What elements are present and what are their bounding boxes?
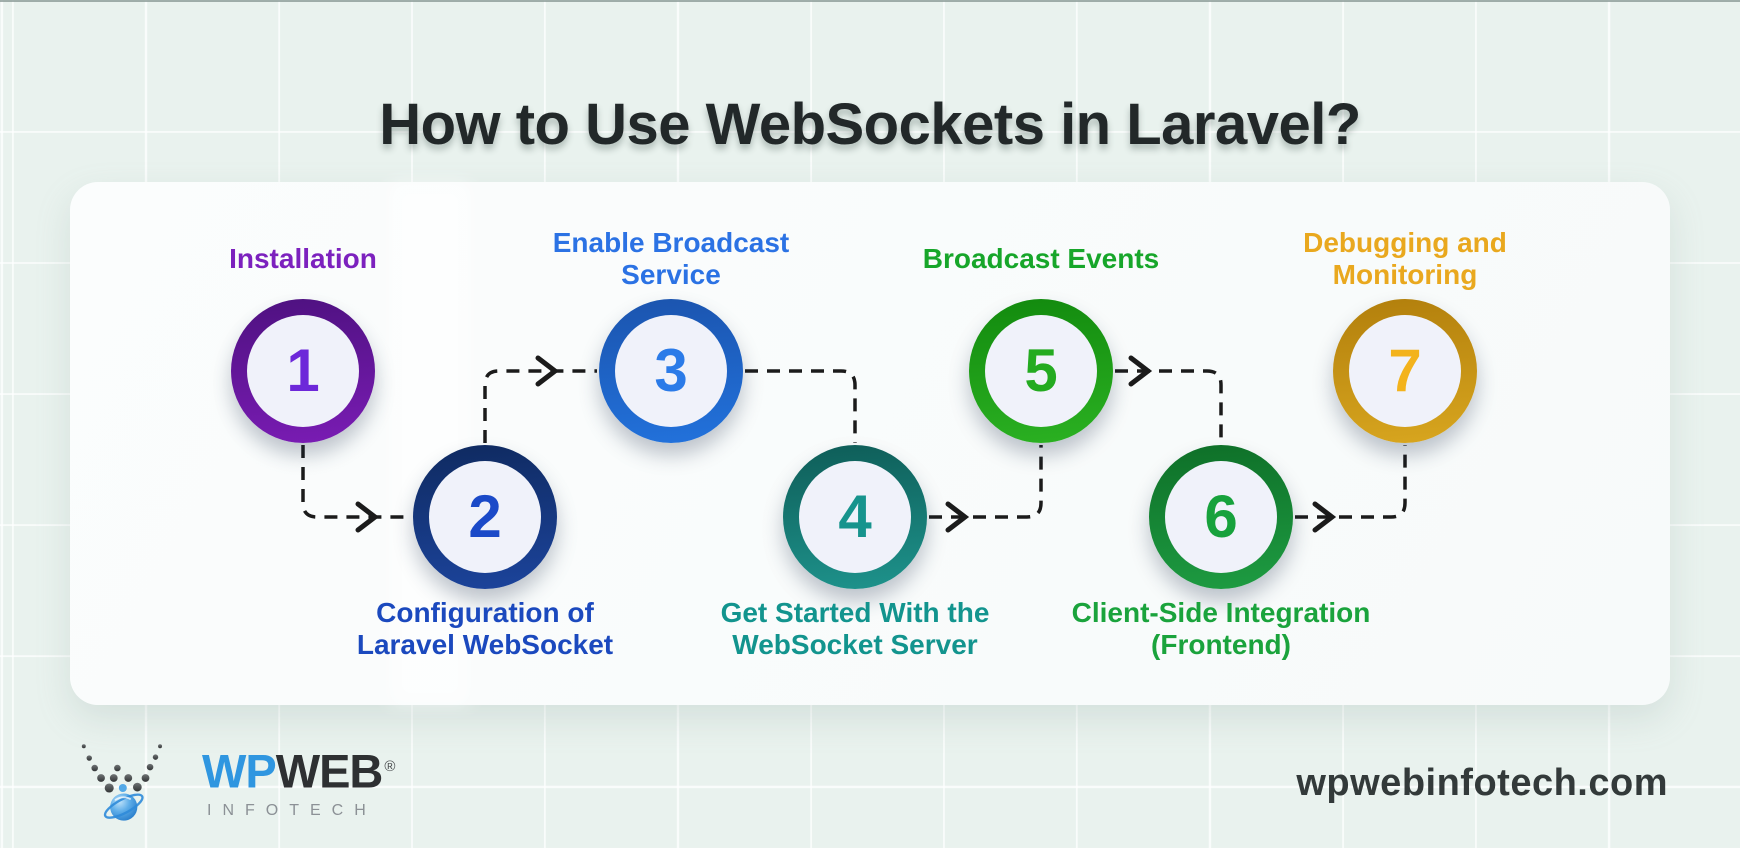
step-label-line: Debugging and — [1303, 227, 1507, 258]
brand-subtitle: INFOTECH — [207, 801, 377, 819]
step-number: 2 — [468, 483, 502, 550]
step-label-line: WebSocket Server — [732, 629, 978, 660]
step-circle: 7 — [1333, 299, 1477, 443]
step-number: 4 — [838, 483, 872, 550]
step-label: Get Started With the WebSocket Server — [721, 597, 990, 661]
step-label-line: Get Started With the — [720, 597, 990, 628]
step-label: Enable Broadcast Service — [553, 227, 790, 291]
step-node-2: Configuration of Laravel WebSocket 2 — [335, 445, 635, 661]
website-url: wpwebinfotech.com — [1296, 761, 1668, 804]
step-circle: 3 — [599, 299, 743, 443]
step-number: 5 — [1024, 337, 1058, 404]
step-number: 3 — [654, 337, 688, 404]
company-logo: WPWEB® INFOTECH — [72, 727, 395, 839]
step-label-line: Client-Side Integration — [1071, 597, 1371, 628]
step-number: 1 — [286, 337, 320, 404]
brand-text: WPWEB® INFOTECH — [202, 743, 395, 820]
footer: WPWEB® INFOTECH wpwebinfotech.com — [0, 718, 1740, 848]
step-circle-inner: 1 — [247, 315, 359, 427]
page-title: How to Use WebSockets in Laravel? — [379, 91, 1361, 157]
step-label: Debugging and Monitoring — [1303, 227, 1507, 291]
logo-dots-globe-icon — [81, 744, 163, 821]
steps-card: Installation 1 Configuration of Laravel … — [70, 182, 1670, 705]
step-circle-inner: 3 — [615, 315, 727, 427]
step-circle-inner: 5 — [985, 315, 1097, 427]
step-label-line: Configuration of — [376, 597, 594, 628]
top-edge-line — [0, 0, 1740, 2]
step-circle-inner: 7 — [1349, 315, 1461, 427]
step-circle: 2 — [413, 445, 557, 589]
brand-name: WPWEB® — [202, 743, 395, 798]
step-label: Installation — [229, 227, 377, 291]
brand-wp: WP — [202, 744, 277, 798]
step-node-7: Debugging and Monitoring 7 — [1255, 227, 1555, 443]
step-label: Configuration of Laravel WebSocket — [357, 597, 613, 661]
step-label-line: Enable Broadcast — [552, 227, 790, 258]
step-node-6: Client-Side Integration (Frontend) 6 — [1071, 445, 1371, 661]
step-node-3: Enable Broadcast Service 3 — [521, 227, 821, 443]
step-label: Broadcast Events — [923, 227, 1160, 291]
step-number: 6 — [1204, 483, 1238, 550]
brand-web: WEB — [275, 744, 384, 798]
registered-trademark-icon: ® — [384, 758, 395, 775]
step-circle-inner: 4 — [799, 461, 911, 573]
step-node-5: Broadcast Events 5 — [891, 227, 1191, 443]
step-label: Client-Side Integration (Frontend) — [1072, 597, 1371, 661]
step-circle: 1 — [231, 299, 375, 443]
step-label-line: Monitoring — [1332, 259, 1478, 290]
step-label-line: Broadcast Events — [922, 243, 1160, 274]
step-label-line: Laravel WebSocket — [356, 629, 614, 660]
step-circle-inner: 6 — [1165, 461, 1277, 573]
step-number: 7 — [1388, 337, 1422, 404]
step-circle: 4 — [783, 445, 927, 589]
step-node-1: Installation 1 — [153, 227, 453, 443]
step-circle: 5 — [969, 299, 1113, 443]
step-circle-inner: 2 — [429, 461, 541, 573]
step-label-line: (Frontend) — [1151, 629, 1291, 660]
step-label-line: Installation — [229, 243, 377, 274]
step-circle: 6 — [1149, 445, 1293, 589]
step-label-line: Service — [621, 259, 721, 290]
step-node-4: Get Started With the WebSocket Server 4 — [705, 445, 1005, 661]
